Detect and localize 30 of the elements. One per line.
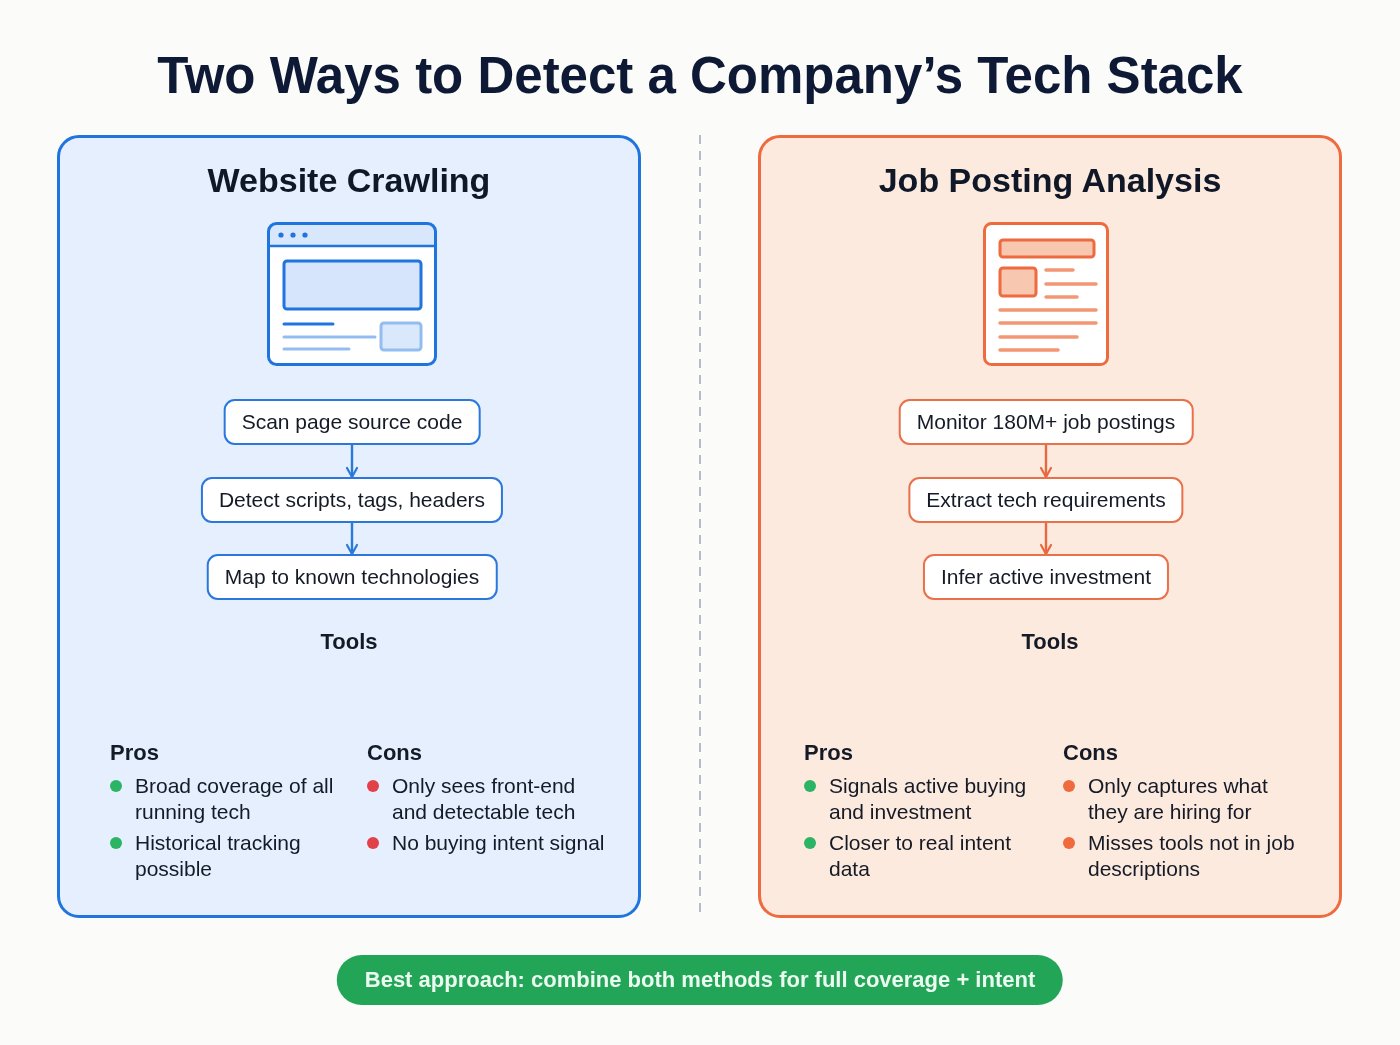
tools-heading: Tools — [319, 629, 379, 655]
cons-heading: Cons — [367, 740, 423, 766]
process-box: Detect scripts, tags, headers — [200, 477, 504, 523]
summary-banner: Best approach: combine both methods for full coverage + intent — [336, 955, 1064, 1005]
pros-heading: Pros — [804, 740, 854, 766]
arrow — [345, 523, 359, 556]
pros-item-text: Broad coverage of all running tech — [135, 773, 335, 825]
cons-item-text: Only sees front-end and detectable tech — [392, 773, 577, 825]
arrow — [345, 445, 359, 479]
panel-card — [57, 135, 641, 918]
panel-heading: Website Crawling — [206, 160, 492, 200]
arrow — [1039, 445, 1053, 479]
pros-heading: Pros — [110, 740, 160, 766]
pros-item-text: Signals active buying and investment — [829, 773, 1028, 825]
process-box: Extract tech requirements — [908, 477, 1184, 523]
panel-card — [758, 135, 1342, 918]
process-box: Infer active investment — [922, 554, 1170, 600]
process-box: Scan page source code — [223, 399, 481, 445]
pros-item-text: Closer to real intent data — [829, 830, 1013, 882]
arrow — [1039, 523, 1053, 556]
cons-item-text: Only captures what they are hiring for — [1088, 773, 1269, 825]
cons-item-text: No buying intent signal — [392, 830, 605, 856]
cons-item-text: Misses tools not in job descriptions — [1088, 830, 1296, 882]
pros-item-text: Historical tracking possible — [135, 830, 302, 882]
panel-heading: Job Posting Analysis — [877, 160, 1223, 200]
tools-heading: Tools — [1020, 629, 1080, 655]
diagram-title: Two Ways to Detect a Company’s Tech Stack — [156, 47, 1244, 105]
cons-heading: Cons — [1063, 740, 1119, 766]
process-box: Monitor 180M+ job postings — [898, 399, 1194, 445]
process-box: Map to known technologies — [206, 554, 498, 600]
